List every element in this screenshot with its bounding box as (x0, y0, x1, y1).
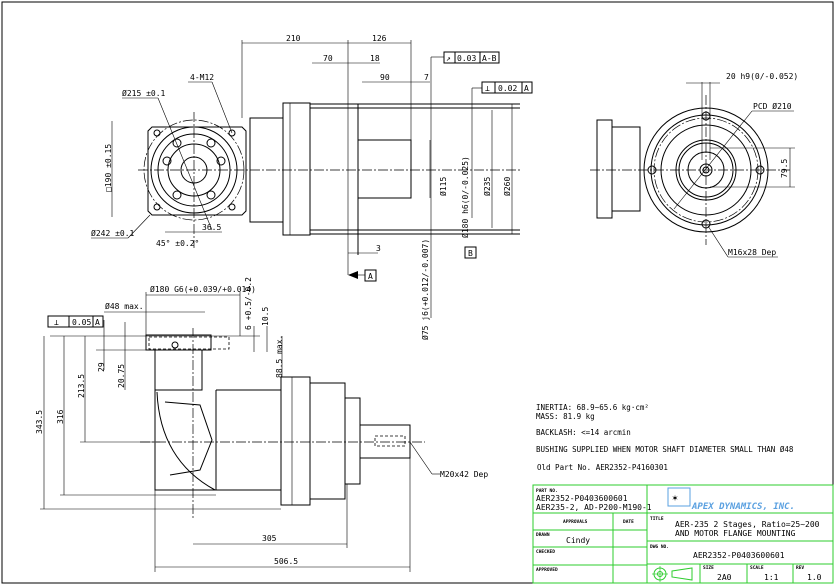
dim-20h9: 20 h9(0/-0.052) (726, 72, 798, 81)
dim-6: 6 +0.5/-0.2 (244, 277, 253, 330)
part-no-1: AER2352-P0403600601 (536, 494, 628, 503)
side-view: 20 h9(0/-0.052) PCD Ø210 79.5 M16x28 Dep (590, 72, 798, 258)
dim-sq190: □190 ±0.15 (104, 144, 113, 192)
dim-7: 7 (424, 73, 429, 82)
date-label: DATE (623, 519, 634, 525)
front-end-view: 210 126 70 18 90 7 3 Ø115 Ø180 h6(0/-0.0… (91, 34, 533, 340)
approvals-label: APPROVALS (563, 519, 588, 525)
note-old-part: Old Part No. AER2352-P4160301 (537, 463, 668, 472)
bottom-view: Ø180 G6(+0.039/+0.014) Ø48 max. 6 +0.5/-… (35, 277, 488, 572)
dim-45deg: 45° ±0.2° (156, 239, 199, 248)
gdt-perp-value: 0.02 (498, 84, 517, 93)
dim-88-5: 88.5 max. (275, 335, 284, 378)
datum-a: A (368, 272, 373, 281)
part-no-2: AER235-2, AD-P200-M190-1 (536, 503, 652, 512)
dim-506-5: 506.5 (274, 557, 298, 566)
drawn-label: DRAWN (536, 532, 550, 538)
dim-213-5: 213.5 (77, 374, 86, 398)
dim-d180h6: Ø180 h6(0/-0.025) (460, 156, 470, 238)
title-line-1: AER-235 2 Stages, Ratio=25~200 (675, 520, 820, 529)
dim-d115: Ø115 (438, 177, 448, 196)
svg-text:✶: ✶ (672, 493, 678, 504)
drawn-by: Cindy (566, 536, 590, 545)
dim-d260: Ø260 (502, 177, 512, 196)
dim-10-5: 10.5 (261, 307, 270, 326)
rev-value: 1.0 (807, 573, 822, 582)
dim-343-5: 343.5 (35, 410, 44, 434)
dim-70: 70 (323, 54, 333, 63)
dim-pcd210: PCD Ø210 (753, 101, 792, 111)
notes: INERTIA: 68.9~65.6 kg·cm² MASS: 81.9 kg … (536, 403, 794, 472)
dim-29: 29 (97, 362, 106, 372)
title-block: PART NO. AER2352-P0403600601 AER235-2, A… (532, 484, 834, 584)
note-inertia: INERTIA: 68.9~65.6 kg·cm² (536, 403, 649, 412)
approved-label: APPROVED (536, 567, 558, 573)
perpendicularity-icon: ⊥ (485, 84, 490, 93)
scale-label: SCALE (750, 565, 764, 571)
dim-d48: Ø48 max. (105, 301, 144, 311)
projection-symbol-icon (652, 566, 693, 582)
note-mass: MASS: 81.9 kg (536, 412, 595, 421)
part-no-label: PART NO. (536, 488, 558, 494)
gdt-runout-value: 0.03 (457, 54, 476, 63)
dim-316: 316 (56, 409, 65, 424)
rev-label: REV (796, 565, 804, 571)
note-bushing: BUSHING SUPPLIED WHEN MOTOR SHAFT DIAMET… (536, 445, 794, 454)
company-logo-icon (667, 487, 691, 507)
dim-90: 90 (380, 73, 390, 82)
size-value: 2A0 (717, 573, 732, 582)
dim-d180g6: Ø180 G6(+0.039/+0.014) (150, 284, 256, 294)
company-name: APEX DYNAMICS, INC. (691, 502, 795, 512)
dwg-no: AER2352-P0403600601 (693, 551, 785, 560)
callout-4-m12: 4-M12 (190, 73, 214, 82)
dim-305: 305 (262, 534, 277, 543)
note-backlash: BACKLASH: <=14 arcmin (536, 428, 631, 437)
gdt-perp-ref-2: A (95, 318, 100, 327)
dim-d242: Ø242 ±0.1 (91, 228, 135, 238)
title-label: TITLE (650, 516, 664, 522)
dim-210: 210 (286, 34, 301, 43)
callout-m20: M20x42 Dep (440, 470, 488, 479)
size-label: SIZE (703, 565, 714, 571)
dim-18: 18 (370, 54, 380, 63)
checked-label: CHECKED (536, 549, 555, 555)
scale-value: 1:1 (764, 573, 779, 582)
title-line-2: AND MOTOR FLANGE MOUNTING (675, 529, 796, 538)
dim-d235: Ø235 (482, 177, 492, 196)
dim-d215: Ø215 ±0.1 (122, 88, 166, 98)
callout-m16: M16x28 Dep (728, 248, 776, 257)
gdt-perp-value-2: 0.05 (72, 318, 91, 327)
dim-20-75: 20.75 (117, 364, 126, 388)
gdt-perp-ref: A (524, 84, 529, 93)
dwg-no-label: DWG NO. (650, 544, 669, 550)
dim-3: 3 (376, 244, 381, 253)
datum-b: B (468, 249, 473, 258)
dim-126: 126 (372, 34, 387, 43)
runout-icon: ↗ (446, 54, 451, 63)
gdt-runout-ref: A-B (482, 54, 497, 63)
perpendicularity-icon-2: ⊥ (54, 318, 59, 327)
dim-d75j6: Ø75 j6(+0.012/-0.007) (420, 239, 430, 340)
dim-36-5: 36.5 (202, 223, 221, 232)
dim-79-5: 79.5 (780, 159, 789, 178)
